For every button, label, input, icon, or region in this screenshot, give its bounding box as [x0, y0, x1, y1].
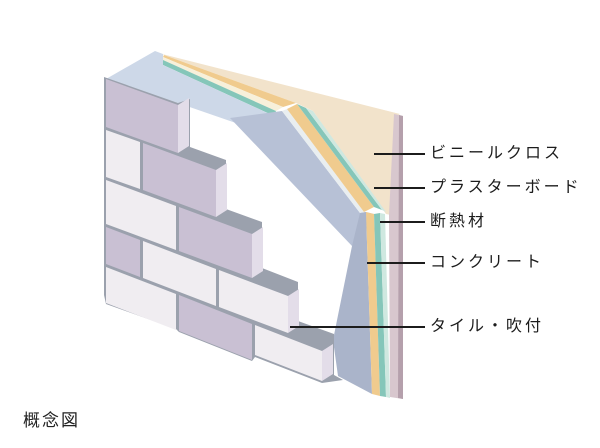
chamfer-mint-band — [306, 108, 386, 212]
layer-cream-stripe — [163, 57, 283, 111]
layer-orange-band — [163, 55, 296, 107]
tile-brick-end — [178, 98, 189, 153]
layer-teal-stripe-top — [163, 60, 276, 116]
tile-brick — [143, 241, 216, 306]
tile-brick — [179, 295, 252, 360]
concrete-chamfer-face — [230, 111, 374, 246]
concrete-side-face — [333, 212, 372, 394]
label-concrete: コンクリート — [430, 254, 545, 271]
edge-strip-mint — [380, 213, 390, 398]
chamfer-insulation-band — [287, 104, 374, 212]
label-insulation: 断熱材 — [430, 213, 488, 230]
tile-brick-end — [288, 289, 299, 333]
tile-brick — [106, 130, 140, 189]
tile-brick — [106, 180, 176, 250]
tile-brick — [106, 79, 178, 153]
tile-brick — [219, 270, 288, 333]
chamfer-pale-band — [282, 109, 364, 213]
tile-brick — [106, 227, 140, 277]
label-tile-spray: タイル・吹付 — [430, 318, 545, 335]
tile-brick-end — [252, 227, 263, 278]
chamfer-plasterboard-band — [297, 104, 382, 210]
label-vinyl-cloth: ビニールクロス — [430, 145, 564, 162]
diagram-caption: 概念図 — [23, 411, 80, 430]
label-plasterboard: プラスターボード — [430, 179, 582, 196]
tile-brick-end — [322, 344, 333, 381]
edge-strip-orange — [366, 212, 380, 396]
edge-strip-teal — [374, 213, 386, 397]
tile-brick — [143, 143, 216, 217]
tile-brick — [106, 267, 176, 330]
tile-brick — [179, 207, 252, 278]
tile-brick-end — [216, 163, 227, 217]
tile-brick — [255, 325, 322, 381]
